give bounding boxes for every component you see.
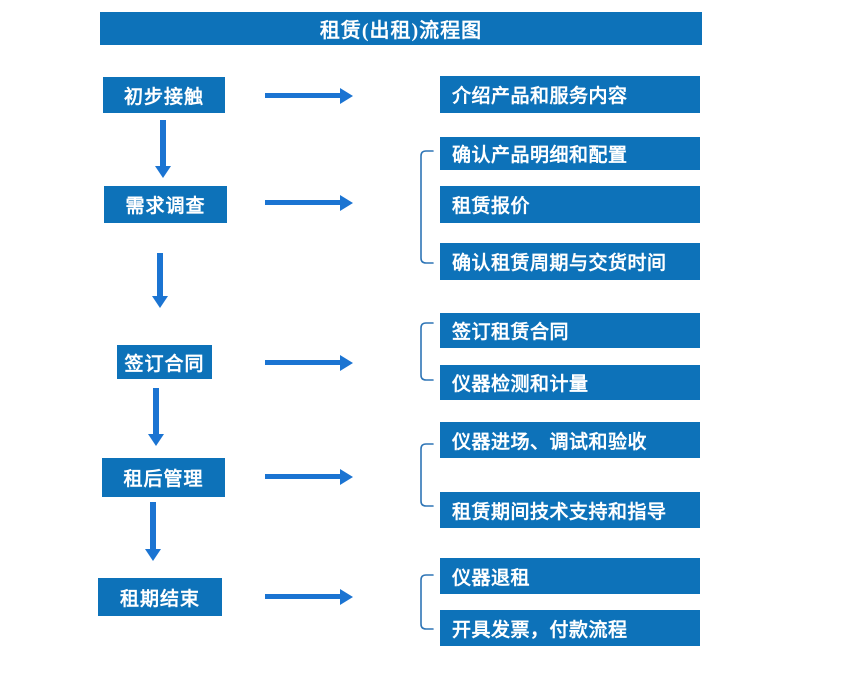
bracket-icon	[420, 574, 434, 630]
arrow-right-icon	[265, 93, 340, 98]
detail-label: 确认产品明细和配置	[452, 145, 628, 166]
detail-box: 确认租赁周期与交货时间	[440, 243, 700, 280]
detail-box: 仪器退租	[440, 558, 700, 594]
stage-box-demand-survey: 需求调查	[104, 186, 227, 223]
stage-box-sign-contract: 签订合同	[117, 345, 212, 379]
arrow-right-icon	[265, 474, 340, 479]
detail-label: 租赁报价	[452, 196, 531, 217]
flowchart-title-text: 租赁(出租)流程图	[319, 20, 483, 42]
detail-box: 租赁报价	[440, 186, 700, 223]
arrow-down-icon	[153, 388, 159, 434]
bracket-icon	[420, 150, 434, 264]
arrow-down-icon	[160, 120, 166, 166]
detail-label: 确认租赁周期与交货时间	[452, 253, 667, 274]
stage-label: 租后管理	[123, 469, 204, 490]
arrow-right-icon	[265, 594, 340, 599]
detail-box: 签订租赁合同	[440, 313, 700, 348]
detail-label: 仪器退租	[452, 567, 531, 589]
detail-label: 仪器进场、调试和验收	[452, 431, 648, 453]
detail-box: 开具发票，付款流程	[440, 610, 700, 646]
bracket-icon	[420, 443, 434, 507]
detail-label: 仪器检测和计量	[452, 374, 589, 395]
arrow-down-icon	[150, 502, 156, 549]
detail-box: 介绍产品和服务内容	[440, 76, 700, 113]
detail-label: 开具发票，付款流程	[452, 619, 628, 641]
detail-box: 仪器检测和计量	[440, 365, 700, 400]
stage-label: 初步接触	[123, 86, 204, 108]
bracket-icon	[420, 322, 434, 381]
arrow-right-icon	[265, 200, 340, 205]
arrow-right-icon	[265, 360, 340, 365]
detail-label: 租赁期间技术支持和指导	[452, 501, 667, 523]
detail-box: 仪器进场、调试和验收	[440, 422, 700, 458]
detail-box: 租赁期间技术支持和指导	[440, 492, 700, 528]
arrow-down-icon	[157, 253, 163, 296]
stage-box-post-rental-management: 租后管理	[102, 458, 225, 497]
flowchart-title: 租赁(出租)流程图	[100, 12, 702, 45]
stage-label: 签订合同	[124, 353, 205, 375]
stage-label: 需求调查	[125, 196, 206, 217]
stage-box-initial-contact: 初步接触	[103, 77, 225, 113]
stage-box-rental-end: 租期结束	[98, 578, 222, 616]
detail-label: 介绍产品和服务内容	[452, 86, 628, 107]
detail-label: 签订租赁合同	[452, 322, 570, 343]
stage-label: 租期结束	[119, 588, 200, 610]
detail-box: 确认产品明细和配置	[440, 137, 700, 170]
